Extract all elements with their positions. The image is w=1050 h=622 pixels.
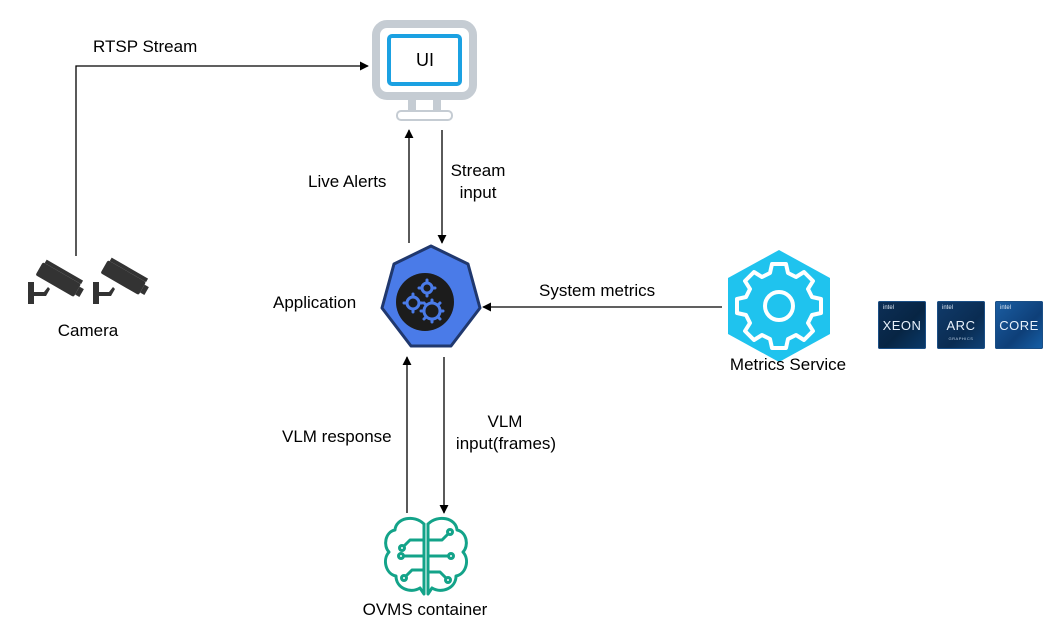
camera-label: Camera: [57, 321, 119, 340]
intel-arc-badge-icon: intel ARC GRAPHICS: [937, 301, 985, 349]
chip-brand: intel: [1000, 305, 1012, 311]
chip-name: CORE: [999, 318, 1039, 333]
vlm-input-label-line2: input(frames): [455, 434, 557, 453]
chip-brand: intel: [883, 305, 895, 311]
rtsp-stream-connector: [75, 61, 369, 256]
live-alerts-label: Live Alerts: [308, 172, 387, 191]
ovms-container-label: OVMS container: [362, 600, 488, 619]
rtsp-stream-label: RTSP Stream: [93, 37, 198, 56]
system-metrics-label: System metrics: [539, 281, 656, 300]
ui-label: UI: [416, 50, 434, 70]
chip-name: XEON: [882, 318, 922, 333]
chip-name: ARC: [946, 318, 976, 333]
vlm-input-label-line1: VLM: [487, 412, 523, 431]
intel-xeon-badge-icon: intel XEON: [878, 301, 926, 349]
intel-core-badge-icon: intel CORE: [995, 301, 1043, 349]
stream-input-label-line1: Stream: [450, 161, 506, 180]
chip-brand: intel: [942, 305, 954, 311]
cctv-camera-icon: [28, 257, 149, 304]
ai-brain-circuit-icon: [384, 516, 468, 596]
gears-heptagon-icon: [380, 244, 482, 348]
monitor-icon: [372, 20, 477, 121]
application-label: Application: [273, 293, 357, 312]
metrics-service-label: Metrics Service: [729, 355, 847, 374]
chip-sub: GRAPHICS: [948, 336, 974, 341]
stream-input-label-line2: input: [459, 183, 497, 202]
gear-hexagon-icon: [728, 250, 830, 362]
vlm-response-label: VLM response: [282, 427, 392, 446]
